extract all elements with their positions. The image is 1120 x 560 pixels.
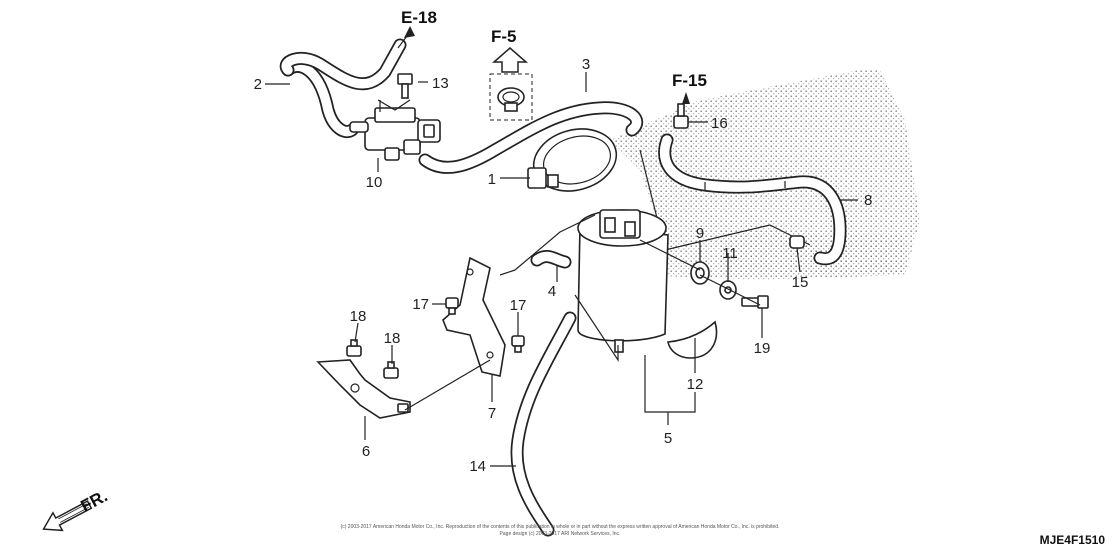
clamp-band-1[interactable] bbox=[527, 120, 624, 200]
rubber-strip-12[interactable] bbox=[667, 320, 718, 359]
callout-6[interactable]: 6 bbox=[362, 443, 370, 460]
callout-4[interactable]: 4 bbox=[548, 283, 556, 300]
callout-1[interactable]: 1 bbox=[488, 171, 496, 188]
callout-13[interactable]: 13 bbox=[432, 75, 449, 92]
frame-outline bbox=[611, 149, 811, 251]
clip-16[interactable] bbox=[673, 103, 689, 129]
bracket-6[interactable] bbox=[316, 359, 411, 419]
callout-10[interactable]: 10 bbox=[366, 174, 383, 191]
bolt-13[interactable] bbox=[397, 73, 413, 99]
callout-17-lower[interactable]: 17 bbox=[510, 297, 527, 314]
callout-12[interactable]: 12 bbox=[687, 376, 704, 393]
bolt-17-upper[interactable] bbox=[445, 297, 459, 315]
canister-5[interactable] bbox=[577, 209, 669, 353]
diagram-code: MJE4F1510 bbox=[1040, 533, 1106, 547]
callout-11[interactable]: 11 bbox=[722, 245, 738, 262]
callout-18-right[interactable]: 18 bbox=[384, 330, 401, 347]
bolt-18-right[interactable] bbox=[383, 361, 399, 379]
hose-14[interactable] bbox=[510, 311, 577, 537]
clip-15[interactable] bbox=[789, 235, 805, 249]
hose-4[interactable] bbox=[530, 250, 572, 269]
callout-16[interactable]: 16 bbox=[711, 115, 728, 132]
bracket-7[interactable] bbox=[442, 256, 506, 377]
frame-shading-lower bbox=[720, 230, 905, 275]
callout-19[interactable]: 19 bbox=[754, 340, 771, 357]
ref-f5[interactable]: F-5 bbox=[491, 27, 517, 46]
hose-2[interactable] bbox=[279, 26, 415, 139]
bolt-18-left[interactable] bbox=[346, 339, 362, 357]
washer-9[interactable] bbox=[690, 261, 710, 285]
bolt-17-lower[interactable] bbox=[511, 335, 525, 353]
callout-17-upper[interactable]: 17 bbox=[412, 296, 429, 313]
hose-8[interactable] bbox=[658, 133, 847, 266]
callout-2[interactable]: 2 bbox=[254, 76, 262, 93]
callout-3[interactable]: 3 bbox=[582, 56, 590, 73]
callout-8[interactable]: 8 bbox=[864, 192, 872, 209]
callout-7[interactable]: 7 bbox=[488, 405, 496, 422]
assembly-lines bbox=[404, 214, 761, 411]
ref-f15[interactable]: F-15 bbox=[672, 71, 707, 90]
ref-f15-arrow-icon bbox=[682, 92, 690, 104]
copyright-line-2: Page design (c) 2003-2017 ARI Network Se… bbox=[500, 531, 621, 537]
leader-lines bbox=[265, 72, 858, 467]
clamp-f5[interactable] bbox=[489, 73, 533, 121]
front-direction-arrow-icon bbox=[42, 500, 93, 532]
ref-f5-arrow-icon bbox=[492, 47, 528, 73]
callout-9[interactable]: 9 bbox=[696, 225, 704, 242]
copyright-line-1: (c) 2003-2017 American Honda Motor Co., … bbox=[341, 524, 780, 530]
callout-15[interactable]: 15 bbox=[792, 274, 809, 291]
callout-18-left[interactable]: 18 bbox=[350, 308, 367, 325]
collar-11[interactable] bbox=[719, 280, 737, 300]
callout-5[interactable]: 5 bbox=[664, 430, 672, 447]
ref-e18[interactable]: E-18 bbox=[401, 8, 437, 27]
solenoid-valve-10[interactable] bbox=[349, 99, 441, 161]
callout-14[interactable]: 14 bbox=[469, 458, 486, 475]
hose-3[interactable] bbox=[418, 101, 644, 174]
